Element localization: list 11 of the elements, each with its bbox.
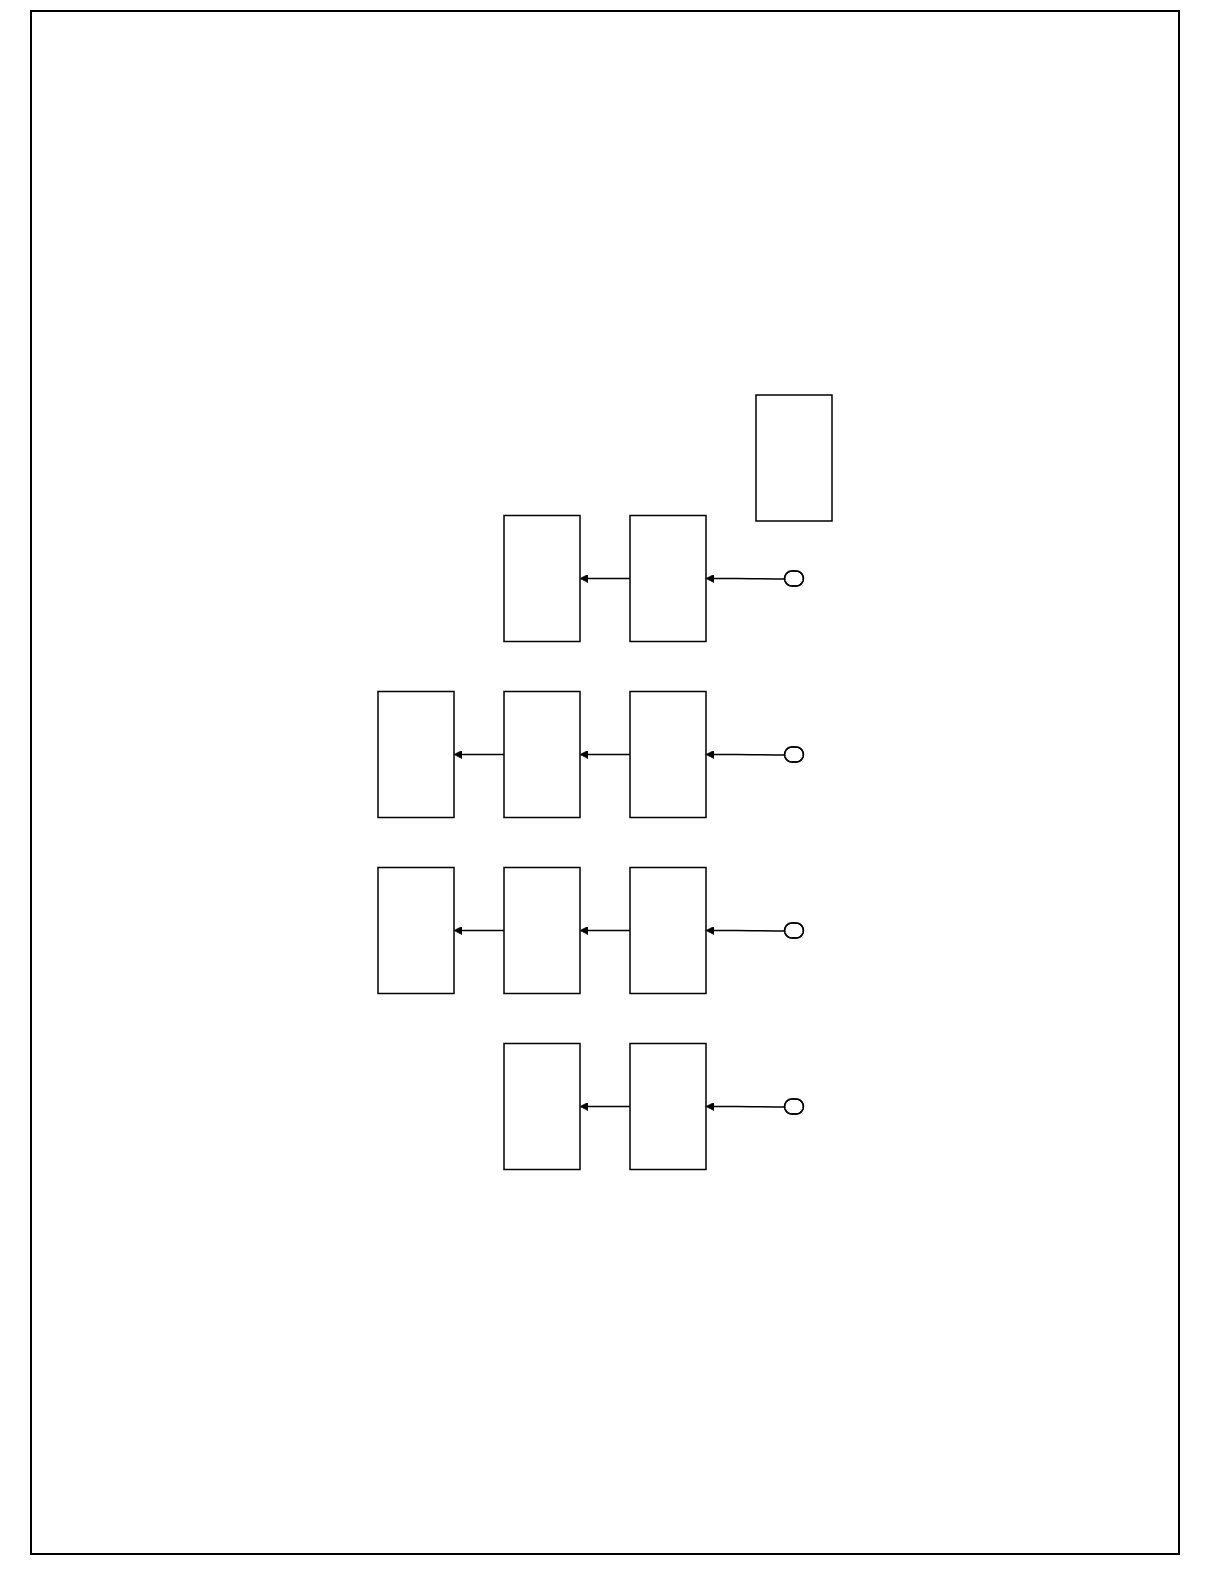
node-box bbox=[629, 1043, 707, 1171]
node-box bbox=[503, 867, 581, 995]
node-box bbox=[377, 691, 455, 819]
node-box bbox=[377, 867, 455, 995]
node-box bbox=[629, 515, 707, 643]
node-box bbox=[755, 394, 833, 522]
node-box bbox=[503, 691, 581, 819]
node-box bbox=[629, 691, 707, 819]
node-box bbox=[629, 867, 707, 995]
node-box bbox=[503, 515, 581, 643]
node-box bbox=[503, 1043, 581, 1171]
